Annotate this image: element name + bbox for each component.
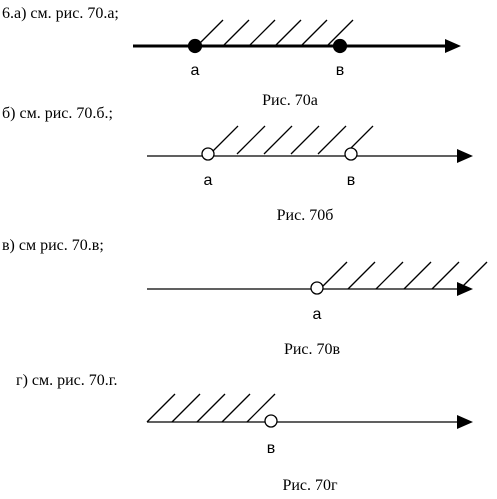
diagram-a-point-b [332,38,348,54]
diagram-b: б) см. рис. 70.б.; а в Рис. 70б [2,105,473,224]
diagram-a-point-b-label: в [336,62,345,79]
hatch-stroke-2-1 [347,261,376,290]
diagram-b-arrowhead [457,149,473,163]
hatch-stroke-3-1 [171,393,201,423]
hatch-stroke-2-5 [459,261,488,290]
diagram-c-point-a [310,281,324,295]
diagram-d: г) см. рис. 70.г. в Рис. 70г [16,372,473,494]
hatch-stroke-0-2 [248,19,276,47]
hatch-stroke-3-2 [196,393,226,423]
diagram-b-point-a-label: а [204,172,213,189]
hatch-stroke-2-4 [431,261,460,290]
diagram-a-point-a [187,38,203,54]
hatch-stroke-2-2 [375,261,404,290]
diagram-c-caption: Рис. 70в [284,341,341,358]
hatch-stroke-0-4 [300,19,328,47]
diagram-c-point-a-label: а [313,306,322,323]
diagram-c-heading: в) см рис. 70.в; [2,237,104,254]
diagram-d-arrowhead [457,415,473,429]
hatch-stroke-0-3 [274,19,302,47]
hatch-stroke-1-4 [317,125,347,155]
hatch-stroke-3-4 [246,393,276,423]
hatch-stroke-1-1 [236,125,266,155]
diagram-c-hatching [319,261,488,290]
diagram-b-point-b-label: в [347,172,356,189]
diagram-a-point-a-label: а [191,62,200,79]
hatch-stroke-1-2 [263,125,293,155]
hatch-stroke-3-3 [221,393,251,423]
hatch-stroke-2-0 [319,261,348,290]
diagram-b-point-a [201,147,215,161]
diagram-d-hatching [146,393,276,423]
diagram-a-caption: Рис. 70а [262,92,318,109]
diagram-b-point-b [344,147,358,161]
diagram-d-point-b-label: в [267,440,276,457]
diagram-d-point-b [264,414,278,428]
hatch-stroke-3-0 [146,393,176,423]
diagram-c-arrowhead [457,282,473,296]
hatch-stroke-0-1 [222,19,250,47]
hatch-stroke-1-3 [290,125,320,155]
hatch-stroke-2-3 [403,261,432,290]
diagram-d-caption: Рис. 70г [282,477,338,494]
diagram-a: 6.а) см. рис. 70.а; а в Рис. 70а [2,5,461,109]
hatch-stroke-0-5 [326,19,354,47]
diagram-b-hatching [209,125,374,155]
diagram-d-heading: г) см. рис. 70.г. [16,372,118,389]
diagram-a-hatching [196,19,354,47]
diagram-b-caption: Рис. 70б [277,207,334,224]
diagram-b-heading: б) см. рис. 70.б.; [2,105,113,122]
diagram-a-arrowhead [445,39,461,53]
hatch-stroke-1-0 [209,125,239,155]
hatch-stroke-0-0 [196,19,224,47]
diagram-a-heading: 6.а) см. рис. 70.а; [2,5,119,22]
diagram-c: в) см рис. 70.в; а Рис. 70в [2,237,488,358]
